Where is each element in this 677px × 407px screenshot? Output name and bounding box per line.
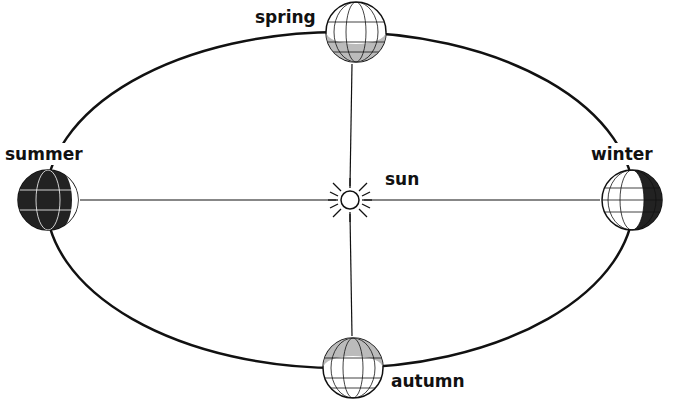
season-label: autumn	[388, 370, 468, 392]
axis-line	[80, 199, 336, 200]
axis-line	[350, 64, 352, 186]
season-label: winter	[588, 143, 656, 165]
sun-disc	[341, 191, 359, 209]
earth-globe	[18, 170, 78, 230]
season-label: spring	[252, 6, 319, 28]
axis-line	[364, 199, 600, 200]
earth-globe	[326, 2, 386, 62]
earth-globe	[323, 338, 383, 398]
season-label: summer	[2, 143, 86, 165]
axis-line	[350, 214, 352, 336]
sun-rays	[328, 178, 372, 222]
earth-globe	[602, 170, 662, 230]
sun-label: sun	[382, 168, 422, 190]
orbit-ellipse	[46, 32, 634, 368]
